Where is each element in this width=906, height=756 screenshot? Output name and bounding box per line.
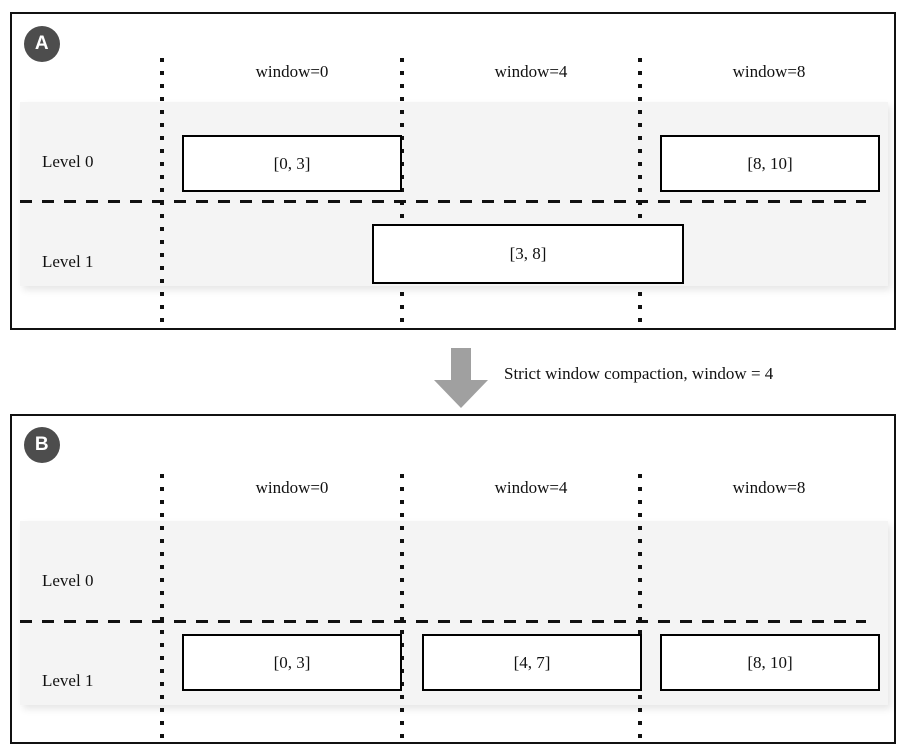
panel-a-level0-interval-0-3: [0, 3]	[182, 135, 402, 192]
panel-b-level-0-label: Level 0	[42, 571, 94, 590]
panel-b-level-separator	[20, 620, 866, 623]
transition-caption: Strict window compaction, window = 4	[504, 364, 774, 383]
panel-b-column-header-window-4: window=4	[494, 478, 568, 497]
down-arrow-icon	[434, 348, 488, 408]
panel-b-column-header-window-0: window=0	[255, 478, 329, 497]
panel-a-column-header-window-4: window=4	[494, 62, 568, 81]
panel-a-level1-interval-3-8: [3, 8]	[372, 224, 684, 284]
panel-a-window-boundary-8	[638, 58, 642, 324]
panel-b-level1-interval-0-3: [0, 3]	[182, 634, 402, 691]
panel-a-level-1-label: Level 1	[42, 252, 94, 271]
panel-b-level1-interval-4-7: [4, 7]	[422, 634, 642, 691]
panel-a-level0-interval-8-10: [8, 10]	[660, 135, 880, 192]
panel-b-level-1-label: Level 1	[42, 671, 94, 690]
panel-a-level-0-label: Level 0	[42, 152, 94, 171]
panel-a-column-header-window-8: window=8	[732, 62, 806, 81]
panel-b: B window=0 window=4 window=8 Level 0 Lev…	[10, 414, 896, 744]
panel-a-badge: A	[24, 26, 60, 62]
panel-b-level1-interval-8-10: [8, 10]	[660, 634, 880, 691]
panel-b-column-header-window-8: window=8	[732, 478, 806, 497]
panel-a-column-header-window-0: window=0	[255, 62, 329, 81]
panel-b-window-boundary-8	[638, 474, 642, 742]
panel-b-badge: B	[24, 427, 60, 463]
panel-a-level-separator	[20, 200, 866, 203]
transition-group: Strict window compaction, window = 4	[0, 340, 906, 414]
panel-b-window-boundary-4	[400, 474, 404, 742]
panel-b-window-boundary-0	[160, 474, 164, 742]
panel-a: A window=0 window=4 window=8 Level 0 Lev…	[10, 12, 896, 330]
panel-a-window-boundary-0	[160, 58, 164, 324]
panel-a-window-boundary-4	[400, 58, 404, 324]
